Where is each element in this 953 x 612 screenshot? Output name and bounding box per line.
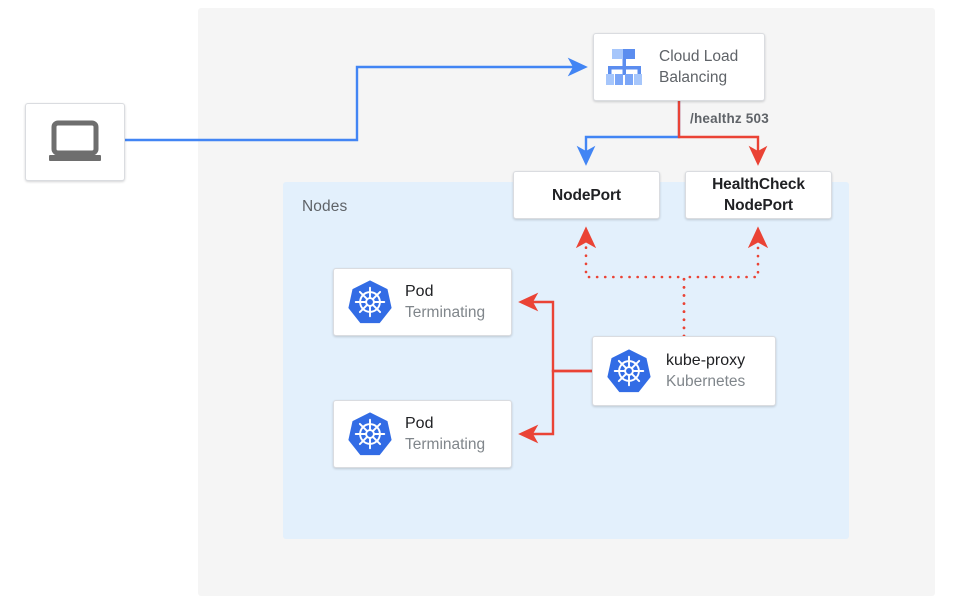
healthcheck-nodeport-node[interactable]: HealthCheck NodePort (685, 171, 832, 219)
pod-1-text: Pod Terminating (405, 281, 485, 323)
nodeport-label: NodePort (552, 186, 621, 204)
kube-proxy-node[interactable]: kube-proxy Kubernetes (592, 336, 776, 406)
pod-2-text: Pod Terminating (405, 413, 485, 455)
cloud-load-balancing-label: Cloud Load Balancing (659, 46, 738, 88)
kubernetes-icon (606, 348, 652, 394)
healthz-edge-label: /healthz 503 (690, 111, 769, 126)
healthcheck-nodeport-label: HealthCheck NodePort (712, 174, 805, 216)
pod-2-title: Pod (405, 415, 434, 432)
healthcheck-nodeport-label-line1: HealthCheck (712, 176, 805, 193)
laptop-icon (47, 120, 103, 164)
kube-proxy-title: kube-proxy (666, 352, 746, 369)
nodes-panel-label: Nodes (302, 198, 348, 215)
kubernetes-icon (347, 411, 393, 457)
kube-proxy-subtitle: Kubernetes (666, 373, 746, 390)
pod-2-status: Terminating (405, 436, 486, 453)
client-laptop-node[interactable] (25, 103, 125, 181)
nodeport-node[interactable]: NodePort (513, 171, 660, 219)
pod-1-title: Pod (405, 283, 434, 300)
cloud-load-balancing-label-line2: Balancing (659, 69, 728, 86)
cloud-load-balancing-icon (603, 46, 649, 88)
cloud-load-balancing-node[interactable]: Cloud Load Balancing (593, 33, 765, 101)
cloud-load-balancing-label-line1: Cloud Load (659, 48, 739, 65)
pod-node-2[interactable]: Pod Terminating (333, 400, 512, 468)
kubernetes-icon (347, 279, 393, 325)
pod-node-1[interactable]: Pod Terminating (333, 268, 512, 336)
healthcheck-nodeport-label-line2: NodePort (724, 197, 793, 214)
kube-proxy-text: kube-proxy Kubernetes (666, 350, 745, 392)
pod-1-status: Terminating (405, 304, 486, 321)
